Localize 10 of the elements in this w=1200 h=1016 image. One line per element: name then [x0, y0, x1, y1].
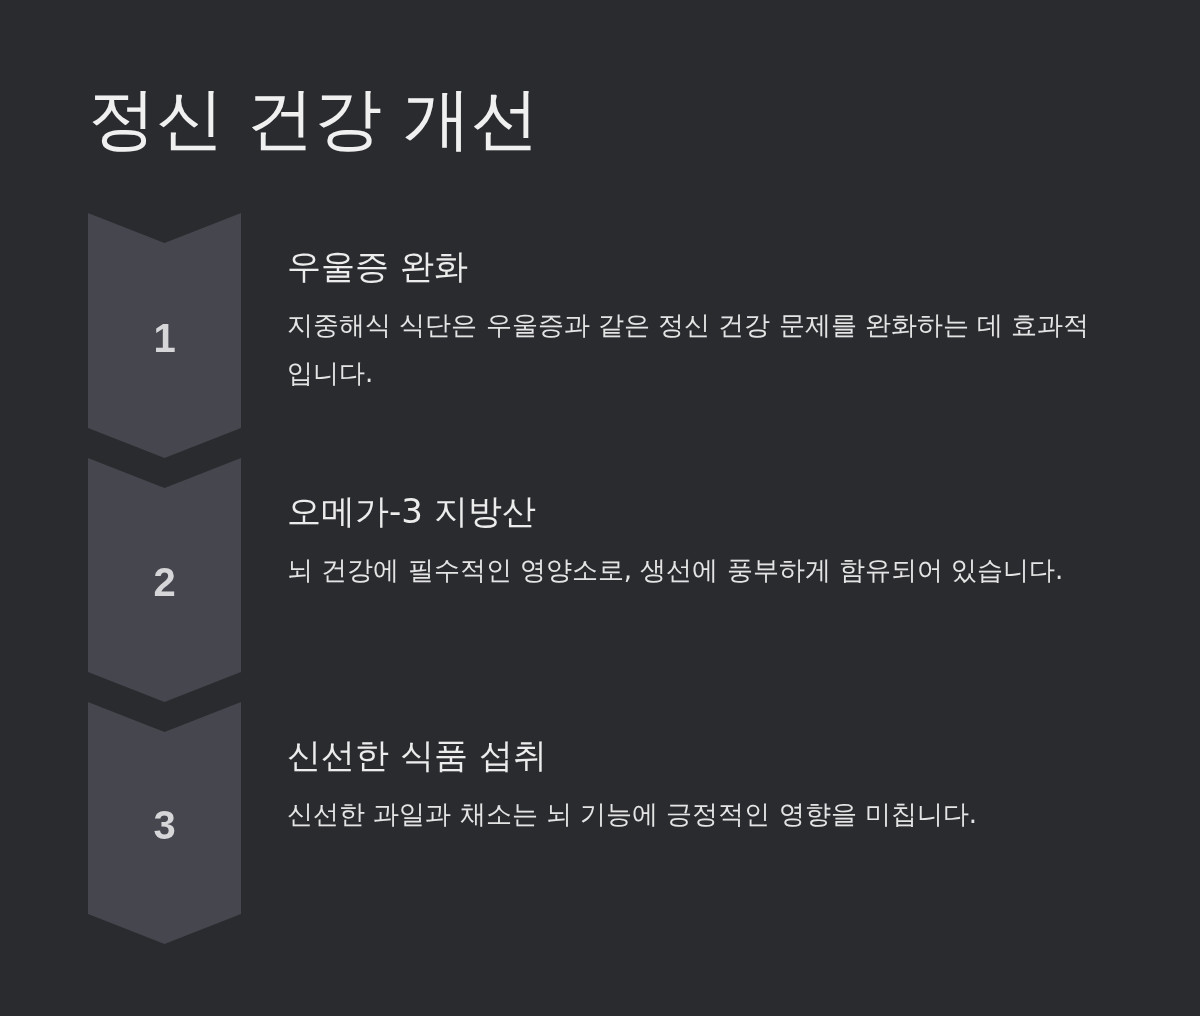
step-description: 지중해식 식단은 우울증과 같은 정신 건강 문제를 완화하는 데 효과적입니다.: [287, 309, 1091, 390]
step-heading: 오메가-3 지방산: [287, 490, 536, 533]
step-number: 1: [152, 314, 177, 362]
step-description: 뇌 건강에 필수적인 영양소로, 생선에 풍부하게 함유되어 있습니다.: [287, 554, 1065, 587]
step-heading: 우울증 완화: [287, 245, 468, 288]
step-heading: 신선한 식품 섭취: [287, 734, 547, 777]
step-description: 신선한 과일과 채소는 뇌 기능에 긍정적인 영향을 미칩니다.: [287, 798, 979, 831]
title: 정신 건강 개선: [88, 78, 540, 160]
step-number: 2: [152, 559, 177, 606]
step-number: 3: [152, 802, 177, 849]
